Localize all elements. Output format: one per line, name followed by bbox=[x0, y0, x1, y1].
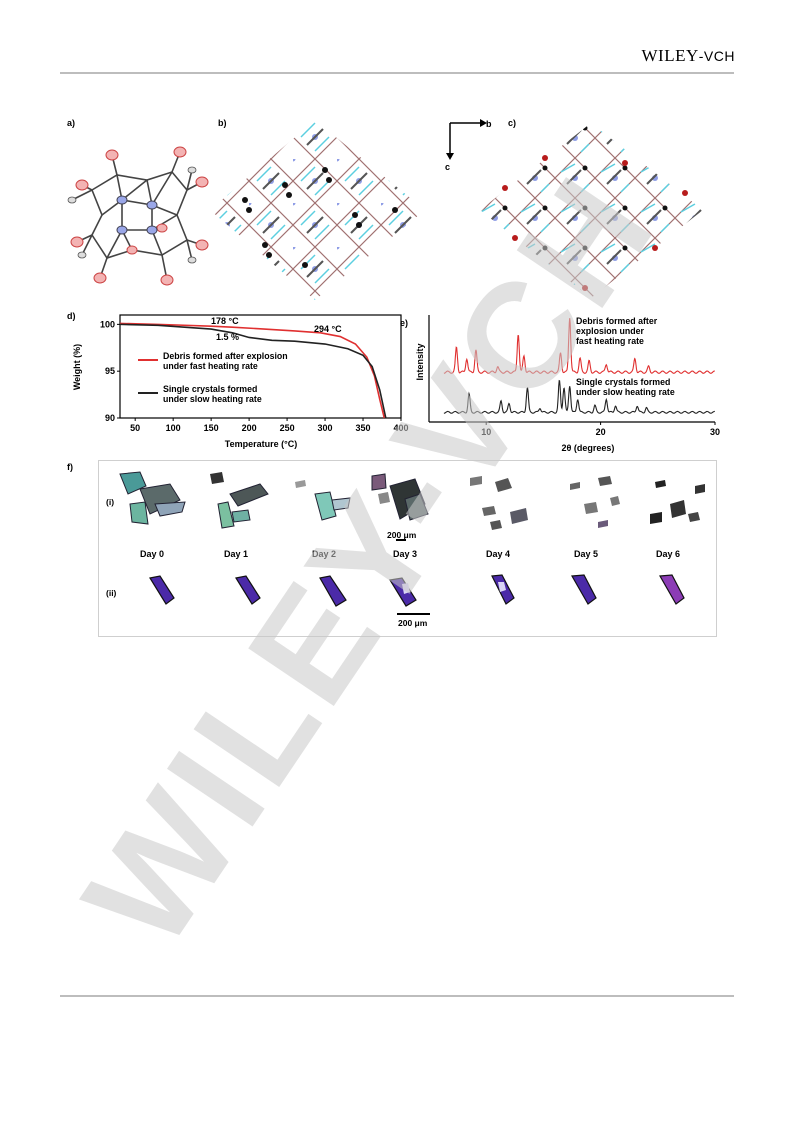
day-label-5: Day 5 bbox=[573, 549, 599, 559]
tga-chart: 50 100 150 200 250 300 350 400 90 95 100 178 °C 1… bbox=[72, 314, 409, 449]
pxrd-xlabel: 2θ (degrees) bbox=[562, 443, 615, 453]
crystal-ii-day-1 bbox=[235, 575, 261, 605]
crystal-ii-day-3 bbox=[389, 577, 417, 607]
pxrd-ylabel: Intensity bbox=[415, 343, 425, 380]
crystal-day-0 bbox=[119, 471, 186, 525]
crystal-ii-day-0 bbox=[149, 575, 175, 605]
tga-ytick-label: 100 bbox=[100, 319, 115, 329]
crystal-day-5 bbox=[570, 476, 620, 528]
crystal-day-6 bbox=[650, 480, 705, 524]
tga-ylabel: Weight (%) bbox=[72, 344, 82, 390]
tga-annotation-1-5: 1.5 % bbox=[216, 332, 239, 342]
crystal-day-2 bbox=[295, 480, 351, 521]
crystal-packing-b-image bbox=[210, 120, 425, 300]
publisher-suffix: -VCH bbox=[698, 48, 735, 64]
day-label-6: Day 6 bbox=[655, 549, 681, 559]
tga-ytick-label: 90 bbox=[105, 413, 115, 423]
tga-xtick-label: 300 bbox=[318, 423, 333, 433]
header-rule bbox=[60, 72, 734, 74]
row-label-i: (i) bbox=[106, 497, 115, 507]
tga-xlabel: Temperature (°C) bbox=[225, 439, 297, 449]
tga-xtick-label: 100 bbox=[166, 423, 181, 433]
tga-xtick-label: 200 bbox=[242, 423, 257, 433]
axis-b-label: b bbox=[486, 119, 492, 129]
scale-bar-top-label: 200 μm bbox=[387, 530, 417, 540]
footer-rule bbox=[60, 995, 734, 997]
tga-xtick-label: 50 bbox=[130, 423, 140, 433]
day-label-3: Day 3 bbox=[392, 549, 418, 559]
panel-label-b: b) bbox=[218, 118, 227, 128]
crystal-day-1 bbox=[210, 472, 269, 529]
row-label-ii: (ii) bbox=[106, 588, 117, 598]
micrograph-panel bbox=[98, 460, 717, 637]
tga-ytick-label: 95 bbox=[105, 366, 115, 376]
crystal-row-ii-images bbox=[149, 574, 685, 615]
publisher-logo: WILEY-VCH bbox=[642, 46, 736, 66]
crystal-ii-day-5 bbox=[571, 574, 597, 605]
pxrd-series-line-1 bbox=[443, 379, 715, 414]
day-label-4: Day 4 bbox=[485, 549, 511, 559]
tga-plot-frame bbox=[119, 314, 402, 419]
crystal-ii-day-6 bbox=[659, 574, 685, 605]
tga-xtick-label: 150 bbox=[204, 423, 219, 433]
panel-label-c: c) bbox=[508, 118, 517, 128]
day-label-1: Day 1 bbox=[223, 549, 249, 559]
molecular-structure-image bbox=[67, 146, 209, 286]
crystal-degradation-images bbox=[119, 471, 705, 541]
tga-series-line-1 bbox=[119, 323, 387, 419]
pxrd-xtick-label: 30 bbox=[710, 427, 720, 437]
day-label-2: Day 2 bbox=[311, 549, 337, 559]
scale-bar-bottom-label: 200 μm bbox=[398, 618, 428, 628]
pxrd-series-line-0 bbox=[443, 318, 715, 374]
tga-xtick-label: 250 bbox=[280, 423, 295, 433]
crystal-day-4 bbox=[470, 476, 528, 530]
publisher-name: WILEY bbox=[641, 46, 699, 65]
pxrd-xtick-label: 20 bbox=[596, 427, 606, 437]
tga-xtick-label: 350 bbox=[356, 423, 371, 433]
tga-annotation-294: 294 °C bbox=[314, 324, 342, 334]
panel-label-d: d) bbox=[67, 311, 76, 321]
tga-xtick-label: 400 bbox=[393, 423, 408, 433]
axis-indicator bbox=[446, 119, 487, 160]
crystal-day-3 bbox=[371, 473, 429, 521]
axis-c-label: c bbox=[445, 162, 451, 172]
tga-annotation-178: 178 °C bbox=[211, 316, 239, 326]
day-label-0: Day 0 bbox=[139, 549, 165, 559]
panel-label-e: e) bbox=[400, 318, 409, 328]
panel-label-a: a) bbox=[67, 118, 76, 128]
panel-label-f: f) bbox=[67, 462, 73, 472]
pxrd-xtick-label: 10 bbox=[481, 427, 491, 437]
crystal-packing-c-image bbox=[480, 123, 703, 298]
crystal-ii-day-2 bbox=[319, 575, 347, 607]
